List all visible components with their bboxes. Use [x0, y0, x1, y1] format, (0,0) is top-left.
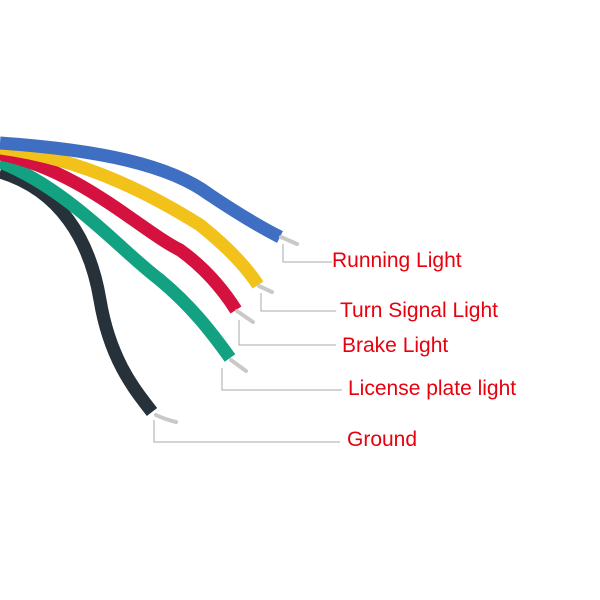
wire-tip-red — [235, 309, 255, 324]
wire-black — [0, 165, 158, 416]
leader-line-turn-signal — [260, 293, 336, 312]
wire-yellow — [0, 141, 264, 289]
label-turn-signal-light: Turn Signal Light — [340, 299, 498, 322]
label-brake-light: Brake Light — [342, 334, 448, 357]
label-license-plate-light: License plate light — [348, 377, 516, 400]
wire-tip-yellow — [257, 284, 274, 294]
label-running-light: Running Light — [332, 249, 462, 272]
wire-blue — [0, 136, 283, 243]
label-ground: Ground — [347, 428, 417, 451]
wire-tip-green — [229, 358, 248, 373]
wire-green — [0, 155, 236, 362]
leader-line-license — [221, 368, 342, 391]
leader-line-running — [282, 244, 332, 263]
wire-red — [0, 147, 242, 314]
leader-line-brake — [238, 320, 336, 346]
leader-line-ground — [153, 420, 340, 443]
wire-tip-black — [154, 413, 178, 424]
wire-tip-blue — [279, 235, 299, 246]
